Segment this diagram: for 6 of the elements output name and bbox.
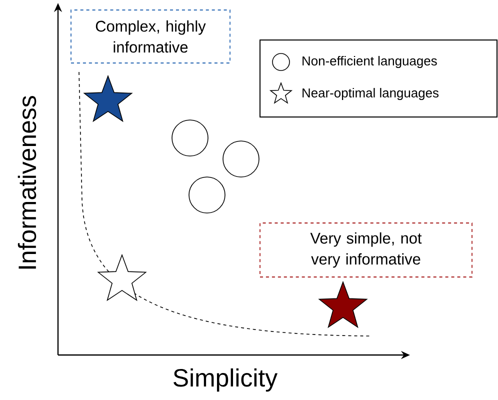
dashed-label-box: Complex, highly informative — [70, 10, 230, 64]
axis-title: Simplicity — [174, 368, 278, 392]
legend-text: Non-efficient languages — [302, 56, 437, 68]
axis-title: Informativeness — [18, 96, 36, 269]
dashed-label-box: Very simple, not very informative — [260, 222, 472, 278]
legend-text: Near-optimal languages — [302, 88, 439, 100]
